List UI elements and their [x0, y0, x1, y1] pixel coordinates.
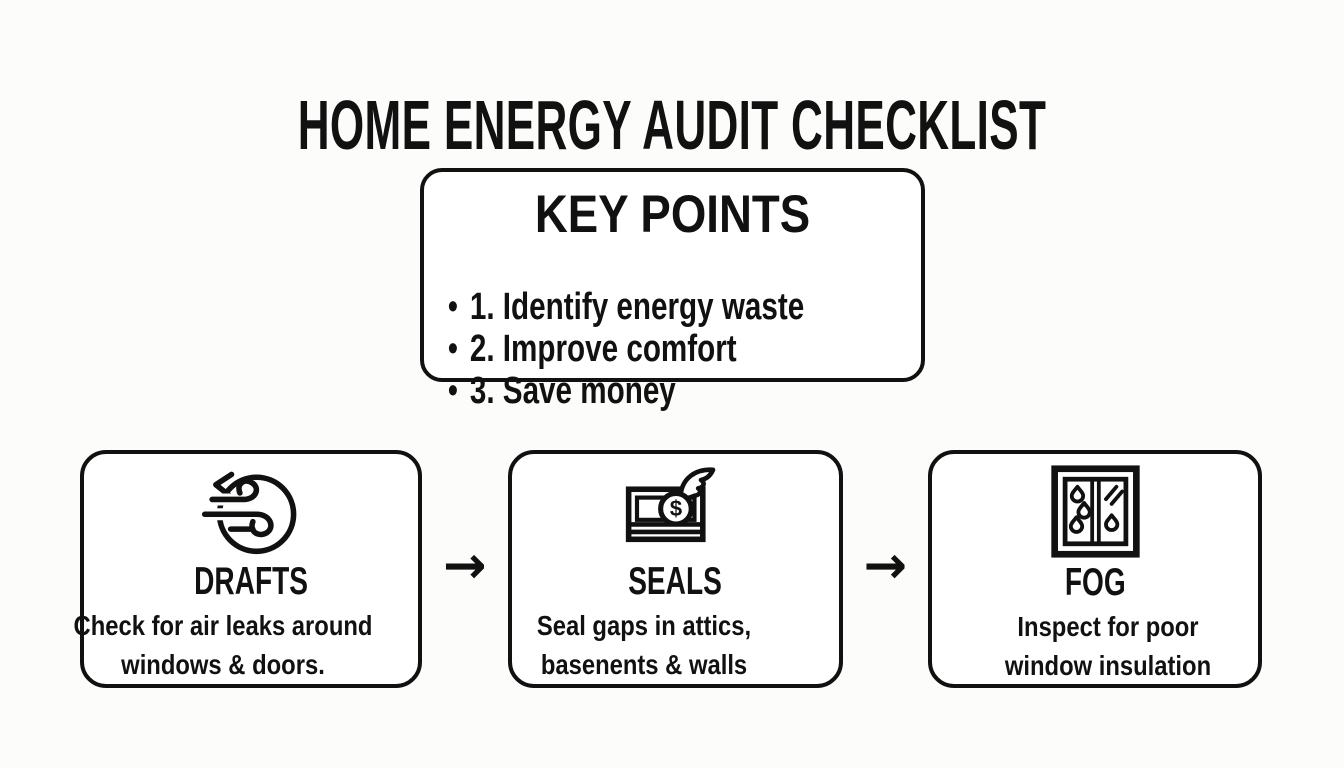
step-description: Check for air leaks around windows & doo… [73, 610, 373, 680]
page-title: HOME ENERGY AUDIT CHECKLIST [297, 85, 1047, 164]
step-title: SEALS [628, 560, 722, 603]
money-with-wings-icon: $ [623, 464, 727, 558]
step-card-fog: FOG Inspect for poor window insulation [928, 450, 1262, 688]
step-title: DRAFTS [194, 560, 308, 603]
key-point-item: 3. Save money [448, 369, 817, 412]
step-description: Inspect for poor window insulation [1004, 611, 1212, 681]
key-point-item: 1. Identify energy waste [448, 285, 817, 328]
key-point-item: 2. Improve comfort [448, 327, 817, 370]
step-description: Seal gaps in attics, basenents & walls [536, 610, 751, 680]
flow-arrow: → [422, 450, 508, 688]
wind-draft-icon [201, 464, 301, 558]
svg-text:$: $ [670, 496, 683, 521]
key-points-box: KEY POINTS 1. Identify energy waste 2. I… [420, 168, 925, 412]
key-points-list: 1. Identify energy waste 2. Improve comf… [424, 285, 921, 412]
step-title: FOG [1064, 561, 1126, 604]
step-card-drafts: DRAFTS Check for air leaks around window… [74, 450, 422, 688]
right-arrow-icon: → [863, 536, 908, 596]
flow-row: DRAFTS Check for air leaks around window… [74, 450, 1262, 688]
right-arrow-icon: → [442, 536, 487, 596]
step-card-seals: $ SEALS Seal gaps in attics, basenents &… [507, 450, 843, 688]
foggy-window-icon [1048, 464, 1143, 559]
key-points-title: KEY POINTS [534, 185, 811, 244]
flow-arrow: → [843, 450, 929, 688]
